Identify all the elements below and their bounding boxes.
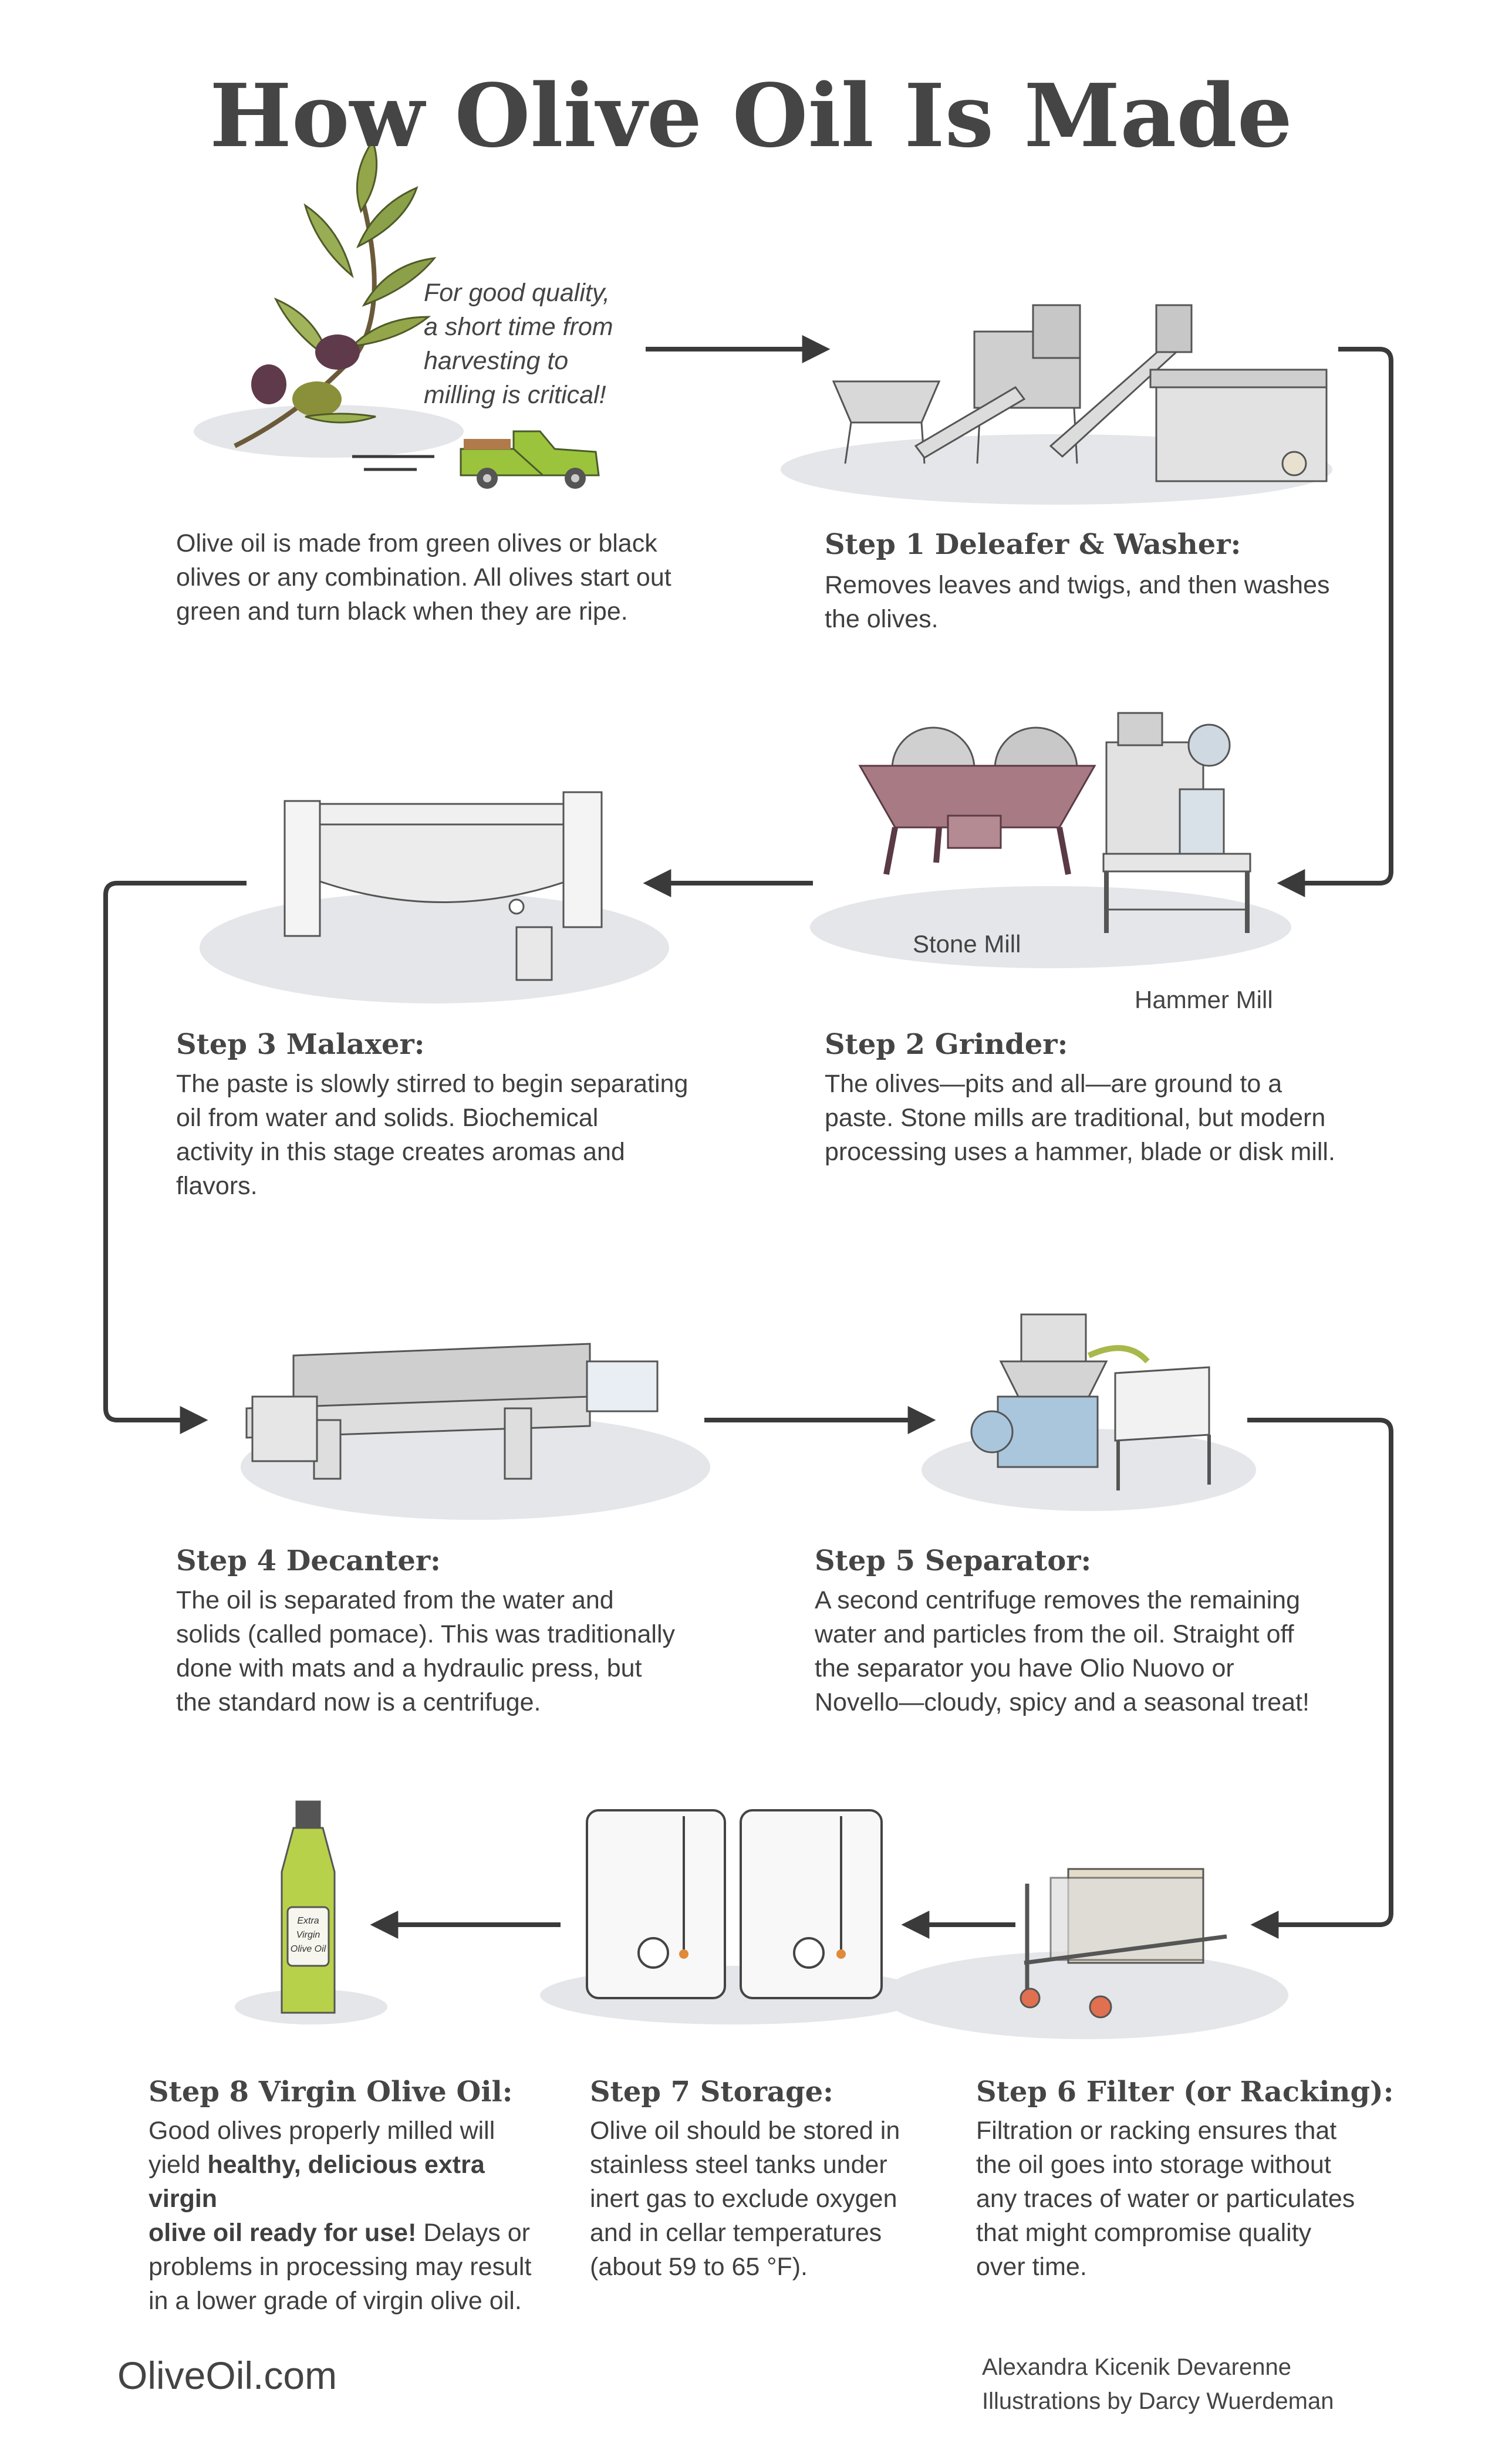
step4-heading: Step 4 Decanter: bbox=[176, 1544, 441, 1577]
step6-line: the oil goes into storage without bbox=[976, 2151, 1331, 2179]
step5-line: the separator you have Olio Nuovo or bbox=[815, 1654, 1234, 1682]
step2-text: The olives—pits and all—are ground to a … bbox=[825, 1067, 1382, 1169]
step5-line: A second centrifuge removes the remainin… bbox=[815, 1586, 1301, 1614]
step7-line: (about 59 to 65 °F). bbox=[590, 2253, 808, 2281]
hammer-mill-label: Hammer Mill bbox=[1135, 986, 1273, 1013]
step7-line: inert gas to exclude oxygen bbox=[590, 2185, 897, 2213]
step3-line: flavors. bbox=[176, 1172, 258, 1200]
olive-fruit bbox=[251, 364, 286, 404]
bottle-label-line: Extra bbox=[297, 1916, 319, 1926]
step8-line: problems in processing may result bbox=[148, 2253, 532, 2281]
step6-line: that might compromise quality bbox=[976, 2219, 1312, 2247]
step3-text: The paste is slowly stirred to begin sep… bbox=[176, 1067, 734, 1203]
step6-line: over time. bbox=[976, 2253, 1087, 2281]
decanter-illustration bbox=[241, 1343, 710, 1520]
quote-line: a short time from bbox=[424, 313, 613, 341]
storage-tank bbox=[740, 1809, 883, 1999]
step6-text: Filtration or racking ensures that the o… bbox=[976, 2114, 1387, 2284]
bottle-label-line: Olive Oil bbox=[291, 1944, 326, 1954]
step6-heading: Step 6 Filter (or Racking): bbox=[976, 2076, 1394, 2108]
step3-heading: Step 3 Malaxer: bbox=[176, 1028, 425, 1061]
step5-text: A second centrifuge removes the remainin… bbox=[815, 1583, 1372, 1719]
storage-tanks-illustration bbox=[540, 1809, 927, 2024]
malaxer-illustration bbox=[200, 791, 669, 1003]
step4-line: solids (called pomace). This was traditi… bbox=[176, 1620, 676, 1648]
hammer-mill-illustration bbox=[1102, 712, 1251, 933]
intro-line: Olive oil is made from green olives or b… bbox=[176, 529, 657, 557]
arrow-step5-to-step6 bbox=[1247, 1418, 1393, 1939]
bottle-label-line: Virgin bbox=[296, 1930, 320, 1940]
step7-text: Olive oil should be stored in stainless … bbox=[590, 2114, 942, 2284]
harvest-quote: For good quality, a short time from harv… bbox=[424, 276, 613, 412]
step8-line: Good olives properly milled will bbox=[148, 2117, 495, 2145]
arrow-step3-to-step4 bbox=[103, 881, 247, 1434]
credits: Alexandra Kicenik Devarenne Illustration… bbox=[982, 2350, 1334, 2418]
step1-line: Removes leaves and twigs, and then washe… bbox=[825, 571, 1330, 599]
step2-line: processing uses a hammer, blade or disk … bbox=[825, 1138, 1335, 1166]
quote-line: milling is critical! bbox=[424, 381, 606, 409]
olive-fruit bbox=[315, 334, 360, 370]
step4-line: done with mats and a hydraulic press, bu… bbox=[176, 1654, 642, 1682]
step8-line: yield healthy, delicious extra virgin bbox=[148, 2148, 559, 2216]
step8-heading: Step 8 Virgin Olive Oil: bbox=[148, 2076, 513, 2108]
step2-heading: Step 2 Grinder: bbox=[825, 1028, 1068, 1061]
step6-line: any traces of water or particulates bbox=[976, 2185, 1355, 2213]
page-title: How Olive Oil Is Made bbox=[210, 65, 1292, 167]
step6-line: Filtration or racking ensures that bbox=[976, 2117, 1337, 2145]
storage-tank bbox=[586, 1809, 726, 1999]
step3-line: activity in this stage creates aromas an… bbox=[176, 1138, 625, 1166]
quote-line: harvesting to bbox=[424, 347, 569, 375]
deleafer-washer-illustration bbox=[781, 304, 1332, 505]
stone-mill-label: Stone Mill bbox=[913, 930, 1021, 958]
step8-emphasis: healthy, delicious extra virgin bbox=[148, 2151, 485, 2213]
credit-illustrator: Illustrations by Darcy Wuerdeman bbox=[982, 2388, 1334, 2414]
step5-heading: Step 5 Separator: bbox=[815, 1544, 1092, 1577]
separator-illustration bbox=[922, 1313, 1256, 1511]
step8-line: in a lower grade of virgin olive oil. bbox=[148, 2287, 522, 2315]
olive-oil-bottle-illustration: Extra Virgin Olive Oil bbox=[235, 1800, 387, 2024]
step3-line: The paste is slowly stirred to begin sep… bbox=[176, 1070, 688, 1098]
step8-line: olive oil ready for use! Delays or bbox=[148, 2216, 559, 2250]
truck-illustration bbox=[460, 430, 600, 489]
step8-text: Good olives properly milled will yield h… bbox=[148, 2114, 559, 2318]
quote-line: For good quality, bbox=[424, 279, 610, 307]
step8-text-run: yield bbox=[148, 2151, 208, 2179]
intro-text: Olive oil is made from green olives or b… bbox=[176, 526, 704, 628]
step7-line: stainless steel tanks under bbox=[590, 2151, 887, 2179]
step1-heading: Step 1 Deleafer & Washer: bbox=[825, 528, 1241, 561]
step7-heading: Step 7 Storage: bbox=[590, 2076, 833, 2108]
step3-line: oil from water and solids. Biochemical bbox=[176, 1104, 599, 1132]
olive-fruit bbox=[292, 381, 342, 417]
step1-text: Removes leaves and twigs, and then washe… bbox=[825, 568, 1353, 636]
step8-emphasis: olive oil ready for use! bbox=[148, 2219, 417, 2247]
step5-line: Novello—cloudy, spicy and a seasonal tre… bbox=[815, 1688, 1309, 1716]
step2-line: The olives—pits and all—are ground to a bbox=[825, 1070, 1282, 1098]
step7-line: and in cellar temperatures bbox=[590, 2219, 882, 2247]
step8-text-run: Delays or bbox=[416, 2219, 530, 2247]
intro-line: olives or any combination. All olives st… bbox=[176, 563, 671, 592]
stone-mill-illustration bbox=[810, 726, 1291, 968]
intro-line: green and turn black when they are ripe. bbox=[176, 597, 628, 626]
step5-line: water and particles from the oil. Straig… bbox=[815, 1620, 1294, 1648]
filter-illustration bbox=[883, 1868, 1288, 2039]
brand-link[interactable]: OliveOil.com bbox=[117, 2354, 337, 2397]
flow-arrows bbox=[103, 335, 1393, 1939]
step4-line: the standard now is a centrifuge. bbox=[176, 1688, 541, 1716]
step7-line: Olive oil should be stored in bbox=[590, 2117, 900, 2145]
credit-author: Alexandra Kicenik Devarenne bbox=[982, 2354, 1291, 2380]
olive-branch-illustration bbox=[194, 138, 464, 471]
arrow-step1-to-step2 bbox=[1277, 347, 1393, 897]
step4-line: The oil is separated from the water and bbox=[176, 1586, 614, 1614]
step1-line: the olives. bbox=[825, 605, 939, 633]
step2-line: paste. Stone mills are traditional, but … bbox=[825, 1104, 1326, 1132]
step4-text: The oil is separated from the water and … bbox=[176, 1583, 734, 1719]
